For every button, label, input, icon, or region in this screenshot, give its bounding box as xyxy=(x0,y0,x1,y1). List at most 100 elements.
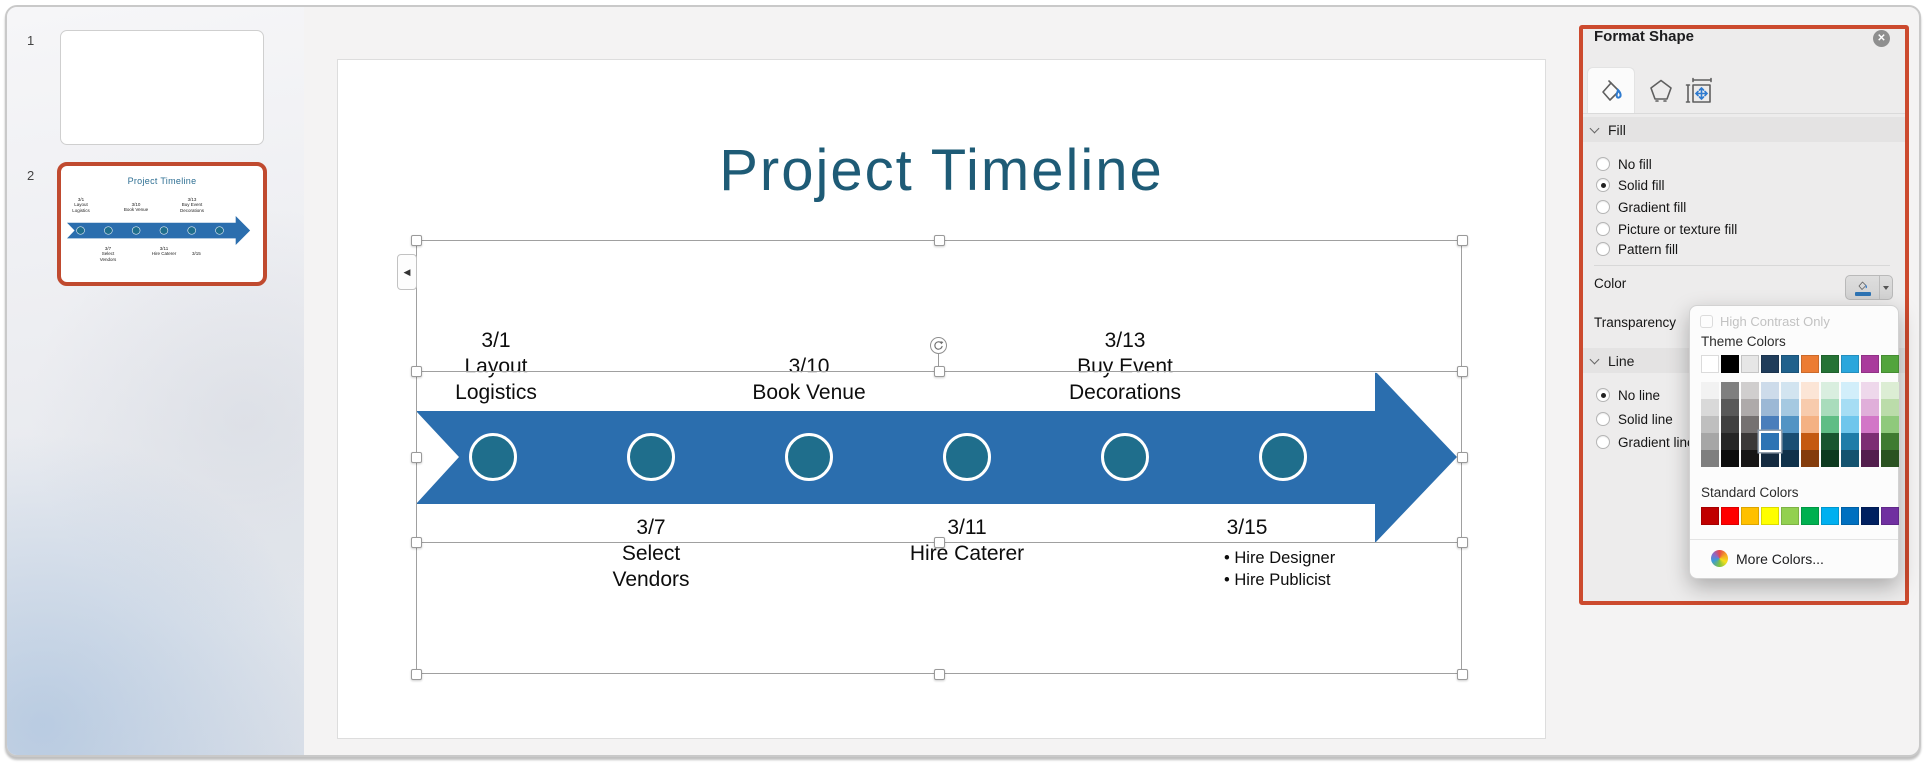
theme-variant-swatch-r4-c10[interactable] xyxy=(1881,433,1899,450)
theme-variant-swatch-r4-c9[interactable] xyxy=(1861,433,1879,450)
resize-handle[interactable] xyxy=(933,536,945,548)
color-dropdown-arrow[interactable] xyxy=(1879,276,1892,299)
theme-variant-swatch-r1-c7[interactable] xyxy=(1821,382,1839,399)
theme-variant-swatch-r4-c6[interactable] xyxy=(1801,433,1819,450)
theme-color-swatch-10[interactable] xyxy=(1881,355,1899,373)
slide-1-thumbnail[interactable] xyxy=(60,30,264,145)
timeline-label-3-13[interactable]: 3/13 Buy Event Decorations xyxy=(1068,329,1182,404)
fill-option-solid-fill[interactable]: Solid fill xyxy=(1596,176,1665,194)
fill-option-no-fill[interactable]: No fill xyxy=(1596,155,1652,173)
theme-color-swatch-1[interactable] xyxy=(1701,355,1719,373)
timeline-label-3-15-date[interactable]: 3/15 xyxy=(1226,516,1268,539)
theme-variant-swatch-r3-c6[interactable] xyxy=(1801,416,1819,433)
theme-color-swatch-8[interactable] xyxy=(1841,355,1859,373)
theme-variant-swatch-r3-c8[interactable] xyxy=(1841,416,1859,433)
standard-color-swatch-6[interactable] xyxy=(1801,507,1819,525)
theme-variant-swatch-r5-c1[interactable] xyxy=(1701,450,1719,467)
theme-color-swatch-6[interactable] xyxy=(1801,355,1819,373)
timeline-milestone-circle[interactable] xyxy=(159,226,169,235)
timeline-milestone-circle[interactable] xyxy=(131,226,141,235)
theme-variant-swatch-r1-c1[interactable] xyxy=(1701,382,1719,399)
radio-icon[interactable] xyxy=(1596,222,1610,236)
standard-color-swatch-3[interactable] xyxy=(1741,507,1759,525)
theme-variant-swatch-r1-c6[interactable] xyxy=(1801,382,1819,399)
theme-variant-swatch-r2-c4[interactable] xyxy=(1761,399,1779,416)
timeline-milestone-circle[interactable] xyxy=(215,226,224,235)
timeline-milestone-circle[interactable] xyxy=(76,226,85,235)
slide-2-thumbnail[interactable]: Project Timeline 3/1 Layout Logistics 3/… xyxy=(57,162,267,286)
theme-variant-swatch-r4-c5[interactable] xyxy=(1781,433,1799,450)
theme-variant-swatch-r3-c9[interactable] xyxy=(1861,416,1879,433)
resize-handle[interactable] xyxy=(1456,451,1468,463)
timeline-label-3-10[interactable]: 3/10 Book Venue xyxy=(752,355,866,404)
resize-handle[interactable] xyxy=(1456,365,1468,377)
theme-variant-swatch-r5-c6[interactable] xyxy=(1801,450,1819,467)
theme-variant-swatch-r5-c9[interactable] xyxy=(1861,450,1879,467)
theme-variant-swatch-r2-c10[interactable] xyxy=(1881,399,1899,416)
timeline-milestone-circle[interactable] xyxy=(1259,433,1307,481)
more-colors-button[interactable]: More Colors... xyxy=(1711,550,1824,567)
resize-handle[interactable] xyxy=(933,668,945,680)
theme-color-swatch-4[interactable] xyxy=(1761,355,1779,373)
timeline-milestone-circle[interactable] xyxy=(104,226,113,235)
theme-variant-swatch-r2-c2[interactable] xyxy=(1721,399,1739,416)
resize-handle[interactable] xyxy=(410,536,422,548)
theme-variant-swatch-r2-c5[interactable] xyxy=(1781,399,1799,416)
theme-variant-swatch-r2-c6[interactable] xyxy=(1801,399,1819,416)
timeline-milestone-circle[interactable] xyxy=(627,433,675,481)
theme-variant-swatch-r2-c9[interactable] xyxy=(1861,399,1879,416)
standard-color-swatch-4[interactable] xyxy=(1761,507,1779,525)
theme-variant-swatch-r3-c7[interactable] xyxy=(1821,416,1839,433)
theme-variant-swatch-r1-c4[interactable] xyxy=(1761,382,1779,399)
theme-variant-swatch-r4-c8[interactable] xyxy=(1841,433,1859,450)
high-contrast-checkbox[interactable] xyxy=(1700,315,1713,328)
rotation-handle[interactable] xyxy=(930,337,947,354)
radio-icon[interactable] xyxy=(1596,388,1610,402)
timeline-milestone-circle[interactable] xyxy=(469,433,517,481)
timeline-milestone-circle[interactable] xyxy=(943,433,991,481)
fill-option-gradient-fill[interactable]: Gradient fill xyxy=(1596,198,1686,216)
theme-variant-swatch-r5-c7[interactable] xyxy=(1821,450,1839,467)
standard-color-swatch-10[interactable] xyxy=(1881,507,1899,525)
theme-variant-swatch-r3-c4[interactable] xyxy=(1761,416,1779,433)
radio-icon[interactable] xyxy=(1596,200,1610,214)
timeline-milestone-circle[interactable] xyxy=(1101,433,1149,481)
line-option-gradient-line[interactable]: Gradient line xyxy=(1596,433,1695,451)
standard-color-swatch-9[interactable] xyxy=(1861,507,1879,525)
theme-color-swatch-5[interactable] xyxy=(1781,355,1799,373)
theme-variant-swatch-r2-c8[interactable] xyxy=(1841,399,1859,416)
theme-variant-swatch-r5-c4[interactable] xyxy=(1761,450,1779,467)
theme-variant-swatch-r5-c8[interactable] xyxy=(1841,450,1859,467)
standard-color-swatch-1[interactable] xyxy=(1701,507,1719,525)
theme-variant-swatch-r4-c2[interactable] xyxy=(1721,433,1739,450)
fill-option-pattern-fill[interactable]: Pattern fill xyxy=(1596,240,1678,258)
timeline-milestone-circle[interactable] xyxy=(785,433,833,481)
theme-variant-swatch-r1-c2[interactable] xyxy=(1721,382,1739,399)
theme-variant-swatch-r3-c5[interactable] xyxy=(1781,416,1799,433)
theme-color-swatch-9[interactable] xyxy=(1861,355,1879,373)
fill-option-picture-or-texture-fill[interactable]: Picture or texture fill xyxy=(1596,220,1737,238)
resize-handle[interactable] xyxy=(410,668,422,680)
timeline-label-3-1[interactable]: 3/1 Layout Logistics xyxy=(455,329,537,404)
theme-variant-swatch-r3-c1[interactable] xyxy=(1701,416,1719,433)
close-icon[interactable]: ✕ xyxy=(1873,30,1890,47)
standard-color-swatch-8[interactable] xyxy=(1841,507,1859,525)
theme-variant-swatch-r5-c10[interactable] xyxy=(1881,450,1899,467)
timeline-label-3-11[interactable]: 3/11 Hire Caterer xyxy=(909,516,1025,565)
standard-color-swatch-2[interactable] xyxy=(1721,507,1739,525)
radio-icon[interactable] xyxy=(1596,435,1610,449)
resize-handle[interactable] xyxy=(1456,536,1468,548)
line-option-no-line[interactable]: No line xyxy=(1596,386,1660,404)
resize-handle[interactable] xyxy=(933,365,945,377)
theme-variant-swatch-r2-c1[interactable] xyxy=(1701,399,1719,416)
theme-variant-swatch-r1-c8[interactable] xyxy=(1841,382,1859,399)
radio-icon[interactable] xyxy=(1596,242,1610,256)
standard-color-swatch-5[interactable] xyxy=(1781,507,1799,525)
resize-handle[interactable] xyxy=(410,365,422,377)
theme-variant-swatch-r4-c3[interactable] xyxy=(1741,433,1759,450)
theme-color-swatch-2[interactable] xyxy=(1721,355,1739,373)
theme-variant-swatch-r1-c5[interactable] xyxy=(1781,382,1799,399)
theme-variant-swatch-r3-c10[interactable] xyxy=(1881,416,1899,433)
resize-handle[interactable] xyxy=(933,234,945,246)
theme-variant-swatch-r4-c1[interactable] xyxy=(1701,433,1719,450)
